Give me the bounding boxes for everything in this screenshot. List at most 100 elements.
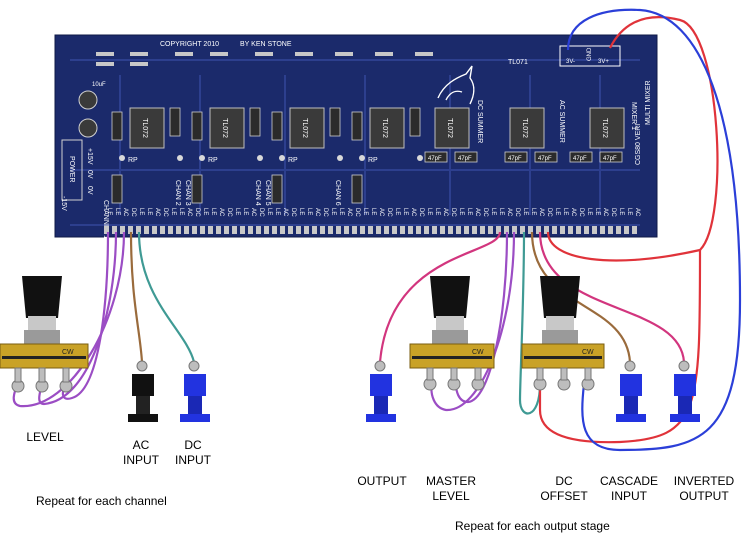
pcb-pad-label: LE: [202, 208, 208, 215]
dc-offset-pot[interactable]: CW: [521, 276, 605, 391]
pcb-pad-label: DC: [226, 208, 232, 217]
rail-neg: -15V: [60, 196, 67, 211]
pcb-pad-label: LE: [106, 208, 112, 215]
pcb-pad: [456, 226, 461, 234]
dc-input-jack[interactable]: [180, 360, 210, 422]
output-label: OUTPUT: [357, 474, 407, 488]
pcb-pad-label: AC: [570, 208, 576, 217]
pcb-pad-label: DC: [354, 208, 360, 217]
master-level-label-2: LEVEL: [432, 489, 470, 503]
pcb-pad: [352, 226, 357, 234]
pcb-pad: [264, 226, 269, 234]
pcb-pad: [128, 226, 133, 234]
pcb-pad-label: LE: [522, 208, 528, 215]
pwr-gnd: GND: [587, 47, 593, 61]
cascade-input-jack[interactable]: [616, 360, 646, 422]
pcb-pad-label: LE: [554, 208, 560, 215]
pcb-pad-label: DC: [482, 208, 488, 217]
pcb-pad: [216, 226, 221, 234]
pcb-pad-label: AC: [378, 208, 384, 217]
master-level-pot[interactable]: CW: [409, 276, 495, 391]
output-stage-repeat-note: Repeat for each output stage: [455, 519, 610, 533]
pcb-pad-label: DC: [386, 208, 392, 217]
cap-label-5: 47pF: [573, 156, 587, 162]
wire-red-offset: [546, 16, 719, 262]
pcb-pad: [248, 226, 253, 234]
pcb-pad: [488, 226, 493, 234]
cap-label-1: 47pF: [428, 156, 442, 162]
pcb-pad: [536, 226, 541, 234]
pcb-pad: [392, 226, 397, 234]
pcb-pad: [344, 226, 349, 234]
pcb-pad-label: LE: [498, 208, 504, 215]
pcb-pad-label: AC: [506, 208, 512, 217]
pcb-pad-label: AC: [346, 208, 352, 217]
wires: [12, 8, 742, 452]
output-jack[interactable]: [366, 360, 396, 422]
wire-teal-dc: [137, 231, 196, 363]
level-pot-cw: CW: [62, 349, 74, 356]
cap-label-6: 47pF: [603, 156, 617, 162]
pcb-board: COPYRIGHT 2010 BY KEN STONE TL071 TL072 …: [50, 34, 658, 239]
master-level-label-1: MASTER: [425, 474, 476, 488]
power-header: [559, 45, 621, 67]
pcb-pad: [416, 226, 421, 234]
pcb-pad: [320, 226, 325, 234]
pcb-pad-label: LE: [434, 208, 440, 215]
pcb-pad-label: LE: [138, 208, 144, 215]
pcb-pad-label: AC: [602, 208, 608, 217]
ic-4-label: TL072: [381, 118, 388, 138]
pcb-pad: [376, 226, 381, 234]
pcb-pad-label: LE: [626, 208, 632, 215]
pcb-pad: [208, 226, 213, 234]
side-label-1: CGS80 VERI: [635, 124, 642, 165]
pcb-pad: [288, 226, 293, 234]
inverted-output-label-2: OUTPUT: [679, 489, 729, 503]
pcb-pad: [528, 226, 533, 234]
pcb-pad-label: LE: [242, 208, 248, 215]
rp-2: RP: [208, 157, 218, 164]
ic-6-label: TL072: [521, 118, 528, 138]
pcb-pad: [592, 226, 597, 234]
pcb-pad-label: DC: [514, 208, 520, 217]
pcb-pad: [168, 226, 173, 234]
level-pot[interactable]: CW: [0, 276, 89, 393]
pcb-pad: [312, 226, 317, 234]
pcb-pad: [544, 226, 549, 234]
rp-3: RP: [288, 157, 298, 164]
pcb-pad-label: AC: [442, 208, 448, 217]
pcb-pad-label: LE: [562, 208, 568, 215]
pcb-pad: [576, 226, 581, 234]
pcb-pad: [240, 226, 245, 234]
chan-6-label: CHAN 6: [334, 180, 341, 206]
pcb-pad: [616, 226, 621, 234]
pcb-pad-label: AC: [186, 208, 192, 217]
pcb-pad-label: AC: [250, 208, 256, 217]
pcb-pad: [120, 226, 125, 234]
wire-magenta-inverted: [538, 231, 686, 363]
pcb-pad-label: AC: [410, 208, 416, 217]
pcb-pad-label: LE: [490, 208, 496, 215]
ac-summer-label: AC SUMMER: [558, 100, 565, 143]
pcb-pad-label: LE: [306, 208, 312, 215]
pcb-pad: [280, 226, 285, 234]
pcb-pad-label: LE: [274, 208, 280, 215]
pcb-pad: [504, 226, 509, 234]
offset-pot-cw: CW: [582, 349, 594, 356]
pcb-pad: [368, 226, 373, 234]
pcb-pad-label: DC: [322, 208, 328, 217]
pcb-tl071: TL071: [508, 59, 528, 66]
pcb-pad: [104, 226, 109, 234]
pcb-pad: [232, 226, 237, 234]
pcb-pad-label: LE: [402, 208, 408, 215]
ac-input-jack[interactable]: [128, 360, 158, 422]
cap-label-4: 47pF: [538, 156, 552, 162]
dc-offset-label-1: DC: [555, 474, 573, 488]
pcb-pad-label: AC: [634, 208, 640, 217]
pcb-pad: [520, 226, 525, 234]
inverted-output-jack[interactable]: [670, 360, 700, 422]
